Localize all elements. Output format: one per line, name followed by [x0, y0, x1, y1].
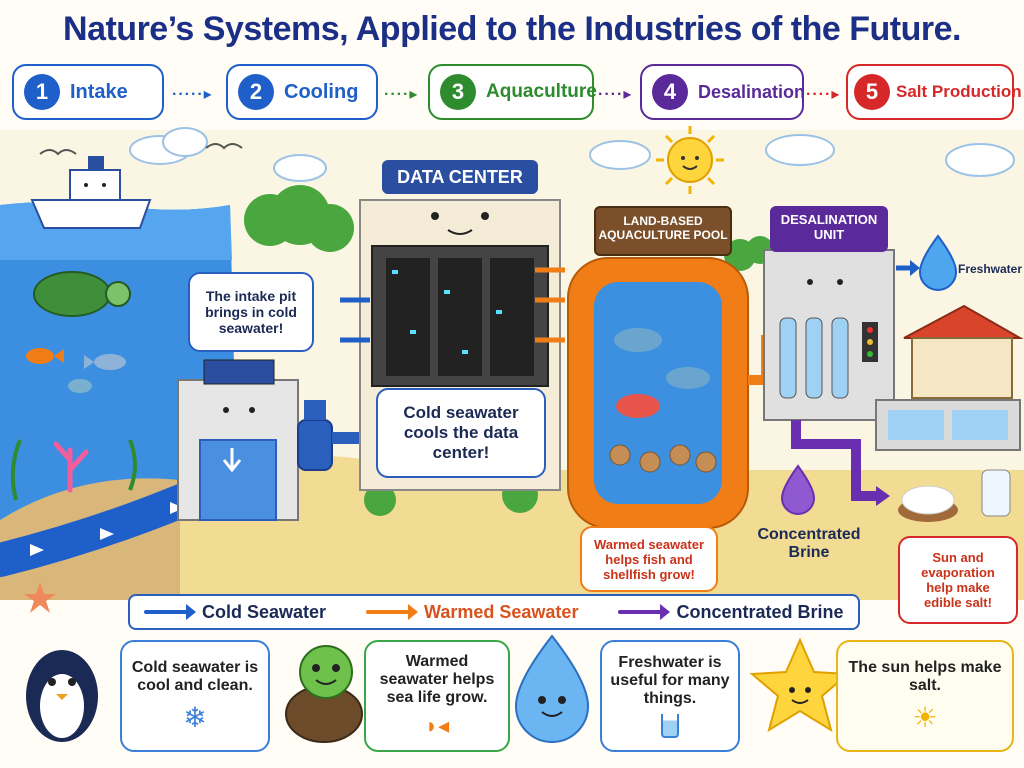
info-card-sun: The sun helps make salt. ☀: [836, 640, 1014, 752]
salt-bowl-icon: [898, 469, 1011, 522]
legend-warmed-seawater: Warmed Seawater: [366, 602, 578, 623]
card-text: Cold seawater is cool and clean.: [131, 658, 259, 694]
star-character-icon: [749, 637, 851, 733]
legend-label: Concentrated Brine: [676, 601, 844, 622]
brine-label-line2: Brine: [788, 544, 830, 561]
card-text: Warmed seawater helps sea life grow.: [379, 653, 495, 706]
sun-icon: [656, 126, 724, 194]
legend-cold-seawater: Cold Seawater: [144, 602, 326, 623]
intake-pit: [177, 359, 299, 521]
step-number: 4: [652, 74, 688, 110]
step-label: Intake: [70, 80, 128, 103]
step-label: Salt Production: [896, 82, 1022, 101]
aquaculture-pool: [567, 257, 749, 529]
legend-label: Cold Seawater: [202, 601, 327, 622]
step-arrow: ····▸: [806, 86, 841, 103]
fish-icon: [68, 379, 92, 393]
legend-label: Warmed Seawater: [424, 601, 579, 622]
aquaculture-speech-bubble: Warmed seawater helps fish and shellfish…: [580, 526, 718, 592]
freshwater-label: Freshwater: [958, 262, 1023, 276]
desalination-sign: DESALINATION UNIT: [770, 206, 888, 252]
brine-drop-icon: [780, 464, 816, 515]
step-number: 5: [854, 74, 890, 110]
fish-icon: [26, 348, 64, 364]
step-intake: 1 Intake: [12, 64, 164, 120]
turtle-icon: [33, 271, 131, 317]
intake-speech-bubble: The intake pit brings in cold seawater!: [188, 272, 314, 352]
seaweed-icon: [10, 439, 137, 501]
salt-house: [875, 304, 1024, 451]
desalination-unit: [763, 249, 895, 421]
sun-icon: ☀: [912, 701, 938, 733]
desalination-sign-line1: DESALINATION: [780, 212, 878, 227]
step-aquaculture: 3 Aquaculture: [428, 64, 597, 120]
brine-label: Concentrated Brine: [754, 526, 864, 562]
salt-speech-bubble: Sun and evaporation help make edible sal…: [898, 536, 1018, 624]
water-glass-icon: [661, 714, 679, 738]
freshwater-drop-icon: [918, 234, 958, 291]
step-arrow: ····▸: [598, 86, 633, 103]
coral-icon: [53, 441, 89, 493]
fish-icon: [666, 367, 710, 389]
page-title: Nature’s Systems, Applied to the Industr…: [63, 10, 961, 48]
info-card-cold-seawater: Cold seawater is cool and clean. ❄: [120, 640, 270, 752]
step-label: Desalination: [698, 81, 806, 102]
desalination-sign-line2: UNIT: [813, 227, 845, 242]
snowflake-icon: ❄: [183, 701, 207, 733]
flow-legend: Cold Seawater Warmed Seawater Concentrat…: [128, 594, 860, 630]
step-number: 3: [440, 74, 476, 110]
water-drop-character-icon: [514, 634, 590, 743]
fish-icon: [616, 394, 660, 418]
boat-icon: [30, 156, 152, 229]
aquaculture-sign-line2: AQUACULTURE POOL: [598, 228, 728, 242]
step-arrow: ····▸: [384, 86, 419, 103]
fish-icon: [84, 354, 126, 370]
penguin-icon: [26, 650, 98, 742]
step-salt-production: 5 Salt Production: [846, 64, 1022, 120]
fish-icon: ◗◂: [424, 713, 450, 738]
brine-pipe: [791, 420, 878, 501]
info-card-warmed-seawater: Warmed seawater helps sea life grow. ◗◂: [364, 640, 510, 752]
aquaculture-sign-line1: LAND-BASED: [623, 214, 703, 228]
turtle-character-icon: [285, 645, 363, 743]
step-number: 1: [24, 74, 60, 110]
data-center-building: [359, 199, 561, 491]
step-label: Cooling: [284, 80, 359, 103]
bird-icon: [205, 143, 243, 150]
card-text: The sun helps make salt.: [848, 658, 1002, 694]
data-center-sign: DATA CENTER: [382, 160, 538, 194]
legend-arrow-icon: [366, 604, 419, 620]
info-card-freshwater: Freshwater is useful for many things.: [600, 640, 740, 752]
legend-concentrated-brine: Concentrated Brine: [618, 602, 843, 623]
cooling-speech-bubble: Cold seawater cools the data center!: [376, 388, 546, 478]
fish-icon: [614, 328, 662, 352]
legend-arrow-icon: [144, 604, 196, 620]
step-number: 2: [238, 74, 274, 110]
bird-icon: [39, 149, 77, 156]
step-arrow: ·····▸: [172, 86, 213, 103]
step-desalination: 4 Desalination: [640, 64, 806, 120]
starfish-icon: [24, 582, 56, 613]
card-text: Freshwater is useful for many things.: [610, 654, 730, 707]
aquaculture-sign: LAND-BASED AQUACULTURE POOL: [594, 206, 732, 256]
brine-label-line1: Concentrated: [757, 526, 861, 543]
step-cooling: 2 Cooling: [226, 64, 378, 120]
legend-arrow-icon: [618, 604, 671, 620]
step-label: Aquaculture: [486, 81, 597, 102]
